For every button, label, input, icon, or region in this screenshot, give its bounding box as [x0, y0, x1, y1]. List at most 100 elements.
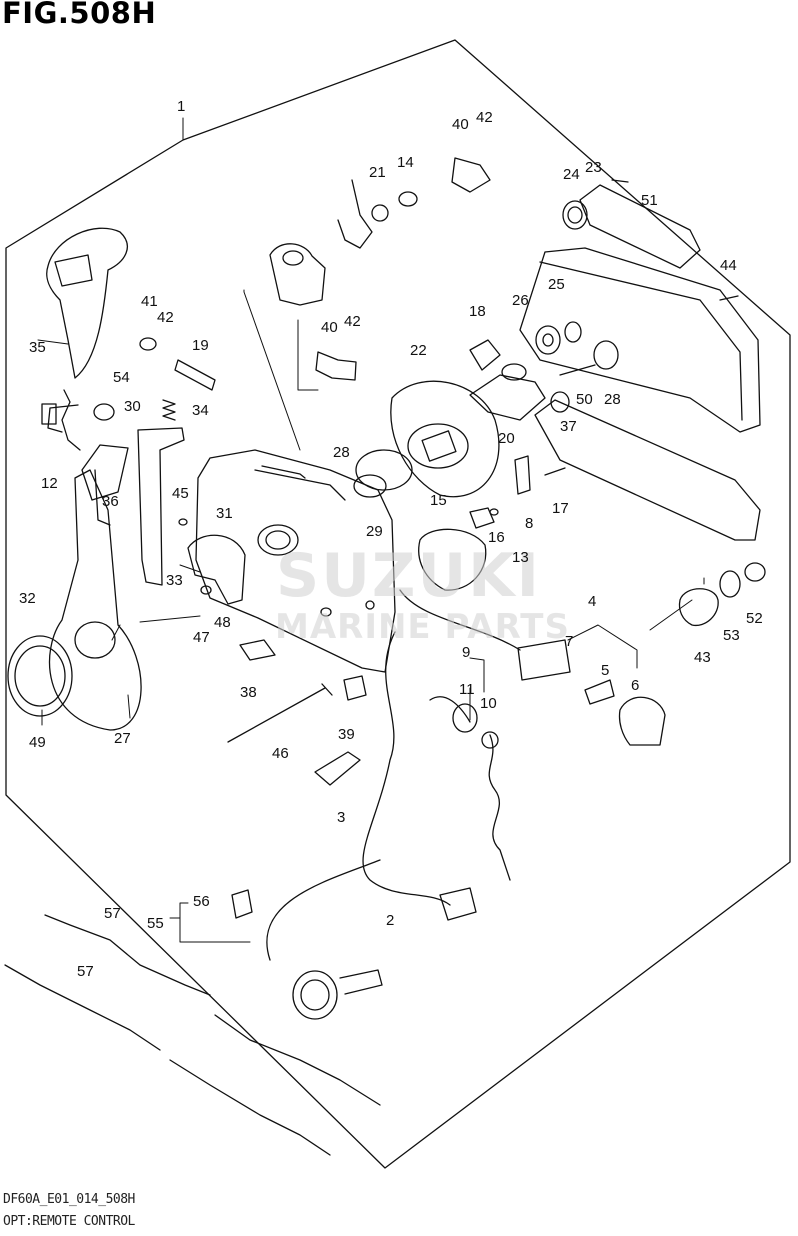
clip-40b — [315, 351, 357, 381]
callout-33: 33 — [166, 572, 183, 589]
switch-wire-11 — [429, 696, 471, 723]
callout-11: 11 — [459, 681, 475, 698]
washer-41 — [139, 337, 157, 351]
stopper-38 — [239, 639, 276, 661]
lever-21 — [337, 179, 373, 249]
callout-8: 8 — [525, 515, 533, 532]
screw-46 — [227, 683, 333, 743]
gear-26 — [535, 325, 561, 355]
callout-20: 20 — [498, 430, 515, 447]
callout-46: 46 — [272, 745, 289, 762]
lanyard — [488, 734, 511, 881]
lever-arm — [48, 469, 142, 731]
clip-10 — [481, 731, 499, 749]
callout-40a: 40 — [452, 116, 469, 133]
callout-14: 14 — [397, 154, 414, 171]
callout-57b: 57 — [77, 963, 94, 980]
figure-title: FIG.508H — [2, 0, 157, 30]
callout-51: 51 — [641, 192, 658, 209]
callout-47: 47 — [193, 629, 210, 646]
hub-ring — [74, 621, 116, 659]
callout-6: 6 — [631, 677, 639, 694]
neutral-plate — [137, 427, 185, 586]
shaft-hole — [320, 607, 332, 617]
main-switch-7 — [517, 639, 571, 681]
throttle-disc — [390, 380, 500, 498]
washer-14 — [398, 191, 418, 207]
callout-42a: 42 — [476, 109, 493, 126]
callout-48: 48 — [214, 614, 231, 631]
callout-13: 13 — [512, 549, 529, 566]
callout-2: 2 — [386, 912, 394, 929]
rear-cover — [519, 247, 761, 433]
cable-upper — [44, 914, 381, 1106]
callout-19: 19 — [192, 337, 209, 354]
callout-41: 41 — [141, 293, 158, 310]
screw-16 — [489, 508, 499, 516]
callout-3: 3 — [337, 809, 345, 826]
bolt-51 — [611, 179, 629, 183]
callout-42c: 42 — [344, 313, 361, 330]
spring — [162, 399, 176, 421]
callout-16: 16 — [488, 529, 505, 546]
callout-18: 18 — [469, 303, 486, 320]
tilt-switch-11 — [452, 703, 478, 733]
ring-25 — [564, 321, 582, 343]
figure-code: DF60A_E01_014_508H — [3, 1192, 135, 1207]
callout-54: 54 — [113, 369, 130, 386]
bolt-44 — [719, 295, 739, 301]
detent-bracket — [269, 243, 326, 306]
assembly-outline — [5, 39, 791, 1169]
figure-description: OPT:REMOTE CONTROL — [3, 1214, 135, 1229]
callout-30: 30 — [124, 398, 141, 415]
clip-40 — [451, 157, 491, 193]
screw-17 — [544, 467, 566, 476]
cable-lower — [4, 964, 331, 1156]
callout-37: 37 — [560, 418, 577, 435]
arm-20 — [469, 374, 546, 421]
callout-52: 52 — [746, 610, 763, 627]
watermark-subtitle: MARINE PARTS — [275, 607, 570, 647]
callout-43: 43 — [694, 649, 711, 666]
callout-28a: 28 — [333, 444, 350, 461]
callout-53: 53 — [723, 627, 740, 644]
buzzer-13 — [418, 528, 487, 591]
o-ring-29 — [355, 449, 413, 491]
callout-45: 45 — [172, 485, 189, 502]
trim-switch-wire — [47, 389, 81, 451]
bolt-50 — [559, 364, 596, 376]
callout-26: 26 — [512, 292, 529, 309]
cam-plate — [187, 534, 246, 605]
callout-42b: 42 — [157, 309, 174, 326]
pin — [174, 359, 216, 391]
callout-36: 36 — [102, 493, 119, 510]
bolt-45 — [178, 518, 188, 526]
callout-34: 34 — [192, 402, 209, 419]
shaft-18 — [469, 339, 501, 371]
callout-39: 39 — [338, 726, 355, 743]
plate-3 — [314, 751, 361, 786]
callout-21: 21 — [369, 164, 386, 181]
block-39 — [343, 675, 367, 701]
shift-arm-23 — [579, 184, 701, 269]
callout-40b: 40 — [321, 319, 338, 336]
callout-35: 35 — [29, 339, 46, 356]
connector-plug — [439, 887, 477, 921]
watermark-brand: SUZUKI — [276, 541, 541, 611]
washer-54 — [93, 403, 115, 421]
callout-labels: 1 2 3 4 5 6 7 8 9 10 11 12 13 14 15 16 1… — [19, 98, 763, 980]
callout-9: 9 — [462, 644, 470, 661]
ring-28 — [353, 474, 387, 498]
switch-8 — [514, 455, 531, 495]
callout-29: 29 — [366, 523, 383, 540]
callout-23: 23 — [585, 159, 602, 176]
callout-57a: 57 — [104, 905, 121, 922]
callout-31: 31 — [216, 505, 233, 522]
key-cap-6 — [618, 696, 666, 746]
callout-49: 49 — [29, 734, 46, 751]
ring-21 — [371, 204, 389, 222]
callout-12: 12 — [41, 475, 58, 492]
callout-17: 17 — [552, 500, 569, 517]
washer-37 — [550, 391, 570, 413]
